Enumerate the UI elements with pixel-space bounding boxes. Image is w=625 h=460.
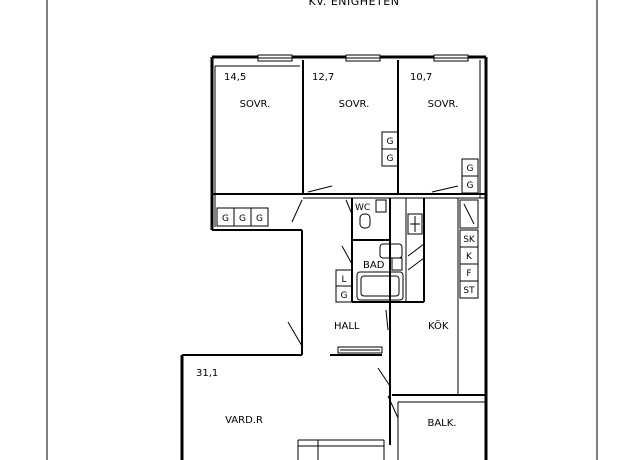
svg-text:G: G: [467, 164, 474, 174]
kitchen-units: SK K F ST: [459, 199, 479, 299]
label-vardr: VARD.R: [225, 415, 263, 426]
wardrobe-bedroom-3: G G: [461, 158, 479, 194]
label-hall: HALL: [334, 321, 360, 332]
svg-text:K: K: [466, 252, 473, 262]
label-sovr-2: SOVR.: [339, 99, 370, 110]
svg-text:L: L: [341, 275, 346, 285]
svg-text:G: G: [467, 181, 474, 191]
room-labels: 14,5 SOVR. 12,7 SOVR. 10,7 SOVR. WC BAD …: [196, 72, 458, 429]
label-sovr-3: SOVR.: [428, 99, 459, 110]
label-balk: BALK.: [427, 418, 456, 429]
svg-text:G: G: [256, 214, 263, 224]
svg-text:G: G: [239, 214, 246, 224]
label-kok: KÖK: [428, 319, 449, 332]
svg-text:G: G: [341, 291, 348, 301]
area-sovr-2: 12,7: [312, 72, 334, 83]
label-wc: WC: [355, 203, 370, 213]
wc-fixtures: [359, 199, 387, 229]
svg-text:G: G: [387, 137, 394, 147]
area-sovr-3: 10,7: [410, 72, 432, 83]
exterior-walls: [180, 54, 488, 460]
fixtures: G G G G G G G L G: [216, 131, 479, 354]
svg-text:ST: ST: [463, 286, 475, 296]
svg-text:G: G: [387, 154, 394, 164]
wardrobe-bedroom-2: G G: [381, 131, 399, 167]
hall-radiator: [337, 346, 383, 354]
plan-title: KV. ENIGHETEN: [309, 0, 400, 8]
area-vardr: 31,1: [196, 368, 218, 379]
doors: [287, 185, 459, 419]
svg-text:SK: SK: [463, 235, 476, 245]
area-sovr-1: 14,5: [224, 72, 246, 83]
label-sovr-1: SOVR.: [240, 99, 271, 110]
label-bad: BAD: [363, 260, 385, 271]
bath-fixtures: [356, 243, 404, 301]
wardrobe-bedroom-1: G G G: [216, 207, 269, 227]
svg-text:F: F: [466, 269, 471, 279]
svg-text:G: G: [222, 214, 229, 224]
interior-walls: [212, 60, 486, 460]
shaft: [407, 213, 425, 271]
wardrobe-hall: L G: [335, 269, 353, 303]
